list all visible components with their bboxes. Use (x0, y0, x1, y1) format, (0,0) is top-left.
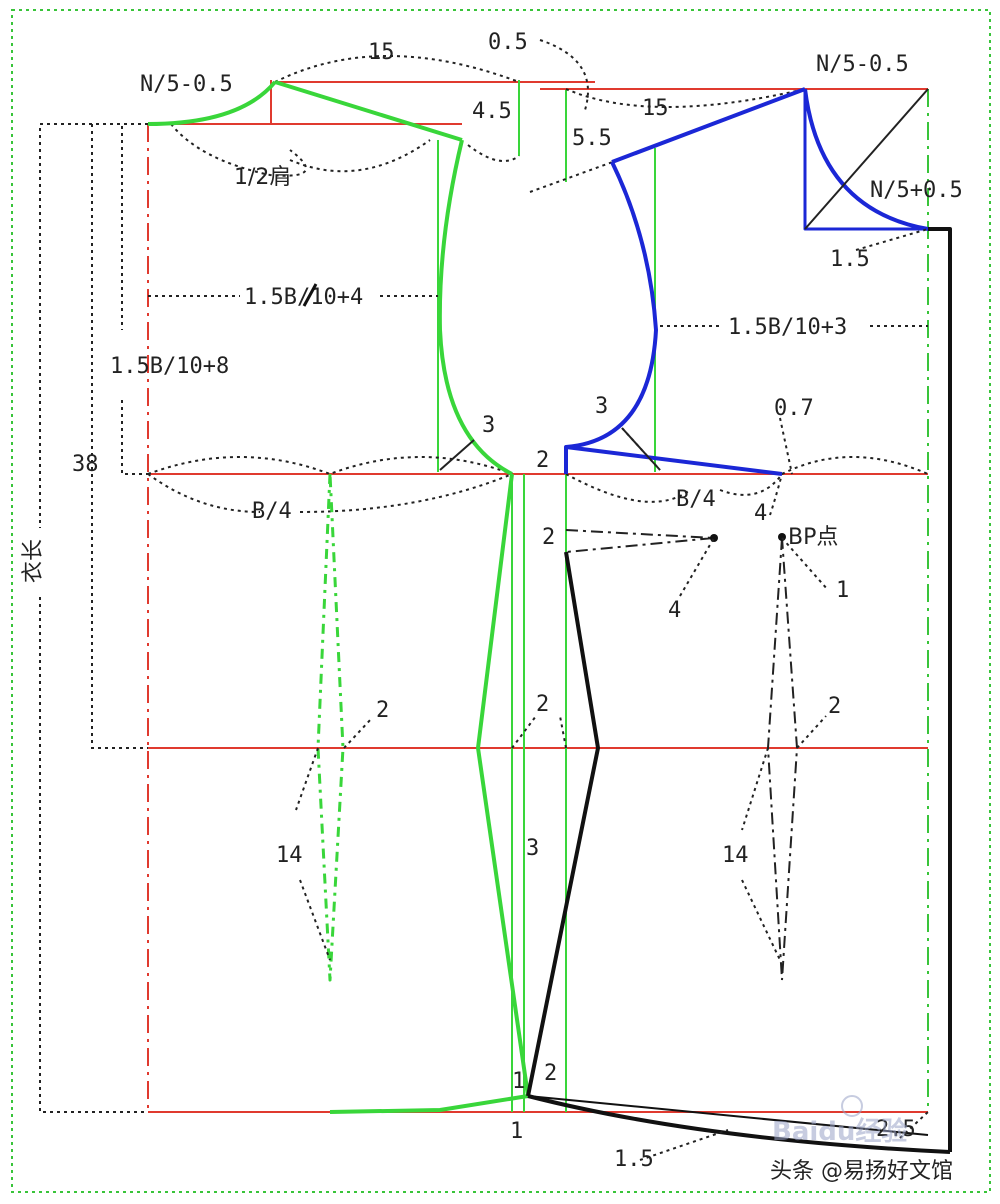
green-guides (437, 80, 656, 1112)
label-hem-bottom: 1 (510, 1119, 523, 1144)
label-back-dart-width: 2 (376, 698, 389, 723)
front-piece (564, 87, 929, 476)
label-bp: BP点 (788, 525, 838, 550)
label-hem-drop: 2.5 (876, 1117, 916, 1142)
label-bp-left: 4 (754, 501, 767, 526)
back-arm-helper (439, 439, 475, 471)
label-garment-length: 衣长 (21, 539, 46, 583)
label-front-arm-curve: 3 (595, 394, 608, 419)
label-side-front: 2 (536, 448, 549, 473)
watermark-source: 头条 @易扬好文馆 (770, 1159, 953, 1184)
back-piece (147, 80, 530, 1114)
label-bp-dart-left: 4 (668, 598, 681, 623)
label-back-length: 38 (72, 452, 99, 477)
label-shoulder-front: 15 (642, 96, 669, 121)
label-bp-up: 0.7 (774, 396, 814, 421)
back-armhole (437, 139, 513, 476)
paw-icon (841, 1095, 863, 1117)
strike-mark (302, 283, 318, 307)
back-shoulder-line (274, 80, 463, 142)
construction-lines (147, 80, 929, 1113)
back-dart (316, 472, 345, 982)
front-shoulder-line (611, 87, 806, 164)
label-back-bust: B/4 (252, 499, 292, 524)
label-bp-dart-right: 1 (836, 578, 849, 603)
label-front-neck-width: N/5-0.5 (816, 52, 909, 77)
labels: N/5-0.5 15 0.5 N/5-0.5 4.5 15 5.5 1/2肩 N… (72, 30, 963, 1172)
label-front-dart-width: 2 (828, 694, 841, 719)
label-hem-curve: 1.5 (614, 1147, 654, 1172)
watermark-brand-text: Baidu经验 (772, 1116, 907, 1147)
label-bp-dart-origin: 2 (542, 525, 555, 550)
front-center-line (928, 227, 952, 1152)
dimension-lines (39, 39, 929, 1113)
label-shoulder-offset: 0.5 (488, 30, 528, 55)
watermark-brand: Baidu经验 (772, 1095, 907, 1147)
label-side-waist: 2 (536, 692, 549, 717)
label-front-dart-length: 14 (722, 843, 749, 868)
label-side-gap: 3 (526, 836, 539, 861)
label-back-shoulder-drop: 4.5 (472, 99, 512, 124)
label-back-arm-curve: 3 (482, 413, 495, 438)
outer-frame (11, 9, 991, 1193)
front-darts (565, 529, 799, 981)
label-front-width: 1.5B/10+3 (728, 315, 847, 340)
front-neck-diagonal (804, 88, 929, 230)
label-hem-right: 2 (544, 1061, 557, 1086)
label-front-shoulder-drop: 5.5 (572, 126, 612, 151)
front-armhole (564, 161, 658, 474)
bp-point (778, 533, 786, 541)
label-front-neck-depth: N/5+0.5 (870, 178, 963, 203)
label-hem-left: 1 (512, 1069, 525, 1094)
leader-lines (295, 228, 929, 1161)
front-hem-guide (527, 1095, 929, 1136)
back-side-seam (329, 473, 530, 1114)
front-side-seam (526, 551, 600, 1097)
label-half-shoulder: 1/2肩 (234, 165, 291, 190)
label-neck-extension: 1.5 (830, 247, 870, 272)
label-armhole-depth: 1.5B/10+8 (110, 354, 229, 379)
front-outline (526, 227, 952, 1154)
label-back-neck: N/5-0.5 (140, 72, 233, 97)
label-back-dart-length: 14 (276, 843, 303, 868)
garment-length-bg (26, 528, 54, 594)
front-armhole-base (565, 445, 783, 476)
label-front-bust: B/4 (676, 487, 716, 512)
back-neckline (147, 80, 277, 126)
label-shoulder-back: 15 (368, 40, 395, 65)
front-arm-helper (621, 427, 661, 471)
label-back-width: 1.5B/10+4 (244, 285, 363, 310)
